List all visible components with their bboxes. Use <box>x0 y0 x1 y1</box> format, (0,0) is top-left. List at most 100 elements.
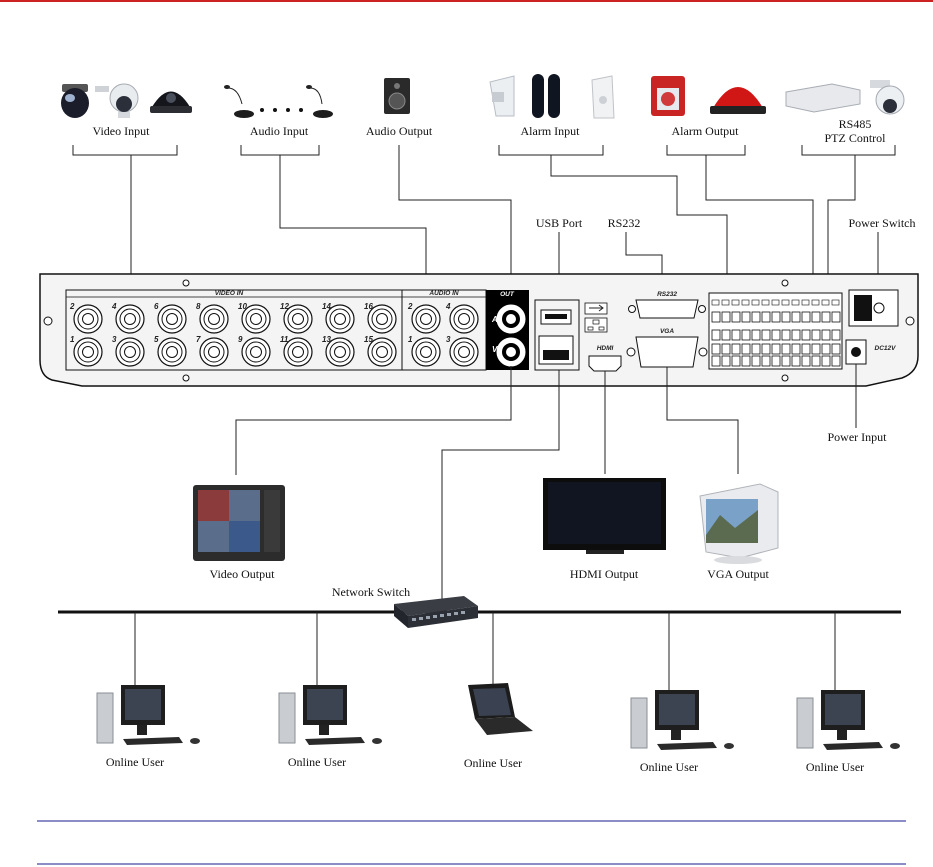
terminal-screw[interactable] <box>771 329 781 341</box>
terminal-label-slot <box>761 299 770 306</box>
terminal-screw[interactable] <box>721 343 731 355</box>
bnc-connector[interactable]: 12 <box>280 302 313 334</box>
bnc-connector[interactable]: 4 <box>111 302 145 334</box>
alarm-output-icons-group <box>651 76 766 116</box>
terminal-screw[interactable] <box>781 329 791 341</box>
terminal-screw[interactable] <box>781 343 791 355</box>
terminal-screw[interactable] <box>831 343 841 355</box>
dc12v-panel-text: DC12V <box>875 345 897 352</box>
ptz-control-label: PTZ Control <box>824 131 886 145</box>
bnc-connector[interactable]: 1 <box>408 335 441 367</box>
terminal-screw[interactable] <box>791 329 801 341</box>
terminal-screw[interactable] <box>751 355 761 367</box>
terminal-screw[interactable] <box>731 329 741 341</box>
terminal-screw[interactable] <box>831 355 841 367</box>
bnc-connector[interactable]: 4 <box>445 302 479 334</box>
connector-number: 3 <box>112 335 117 344</box>
terminal-screw[interactable] <box>781 355 791 367</box>
usb-icon <box>584 302 608 315</box>
bnc-connector[interactable]: 6 <box>154 302 187 334</box>
terminal-screw[interactable] <box>741 343 751 355</box>
terminal-screw[interactable] <box>801 355 811 367</box>
terminal-screw[interactable] <box>791 311 801 323</box>
terminal-screw[interactable] <box>791 343 801 355</box>
connector-number: 11 <box>280 335 289 344</box>
rs232-port[interactable] <box>635 299 699 319</box>
terminal-row-bottom <box>711 343 841 367</box>
terminal-screw[interactable] <box>741 311 751 323</box>
terminal-screw[interactable] <box>761 329 771 341</box>
terminal-screw[interactable] <box>811 355 821 367</box>
microphone-icon <box>306 85 333 118</box>
bnc-connector[interactable]: 15 <box>364 335 397 367</box>
terminal-screw[interactable] <box>721 329 731 341</box>
bnc-connector[interactable]: 11 <box>280 335 313 367</box>
terminal-screw[interactable] <box>831 311 841 323</box>
bnc-connector[interactable]: 5 <box>154 335 187 367</box>
terminal-screw[interactable] <box>811 329 821 341</box>
terminal-screw[interactable] <box>731 355 741 367</box>
terminal-screw[interactable] <box>821 343 831 355</box>
bnc-connector[interactable]: 13 <box>322 335 355 367</box>
terminal-screw[interactable] <box>751 329 761 341</box>
bnc-connector[interactable]: 9 <box>238 335 271 367</box>
terminal-screw[interactable] <box>771 355 781 367</box>
hdmi-panel-text: HDMI <box>597 345 614 352</box>
terminal-label-slot <box>721 299 730 306</box>
connector-number: 6 <box>154 302 159 311</box>
bnc-connector[interactable]: 2 <box>69 302 103 334</box>
terminal-screw[interactable] <box>761 343 771 355</box>
hdmi-port[interactable] <box>588 355 622 372</box>
bnc-connector[interactable]: 1 <box>70 335 103 367</box>
desktop-computer-icon <box>278 685 382 745</box>
terminal-screw[interactable] <box>731 311 741 323</box>
terminal-screw[interactable] <box>791 355 801 367</box>
terminal-screw[interactable] <box>771 311 781 323</box>
terminal-screw[interactable] <box>751 343 761 355</box>
bnc-connector[interactable]: 16 <box>364 302 397 334</box>
terminal-screw[interactable] <box>721 355 731 367</box>
bnc-connector[interactable]: 3 <box>112 335 145 367</box>
video-out-connector[interactable] <box>496 304 526 334</box>
bnc-connector[interactable]: 3 <box>446 335 479 367</box>
connector-number: 13 <box>322 335 331 344</box>
terminal-screw[interactable] <box>831 329 841 341</box>
terminal-screw[interactable] <box>801 329 811 341</box>
terminal-screw[interactable] <box>721 311 731 323</box>
power-input-label: Power Input <box>828 430 888 444</box>
terminal-screw[interactable] <box>801 343 811 355</box>
terminal-screw[interactable] <box>711 355 721 367</box>
terminal-screw[interactable] <box>741 355 751 367</box>
video-out-connector-v[interactable] <box>496 337 526 367</box>
bnc-connector[interactable]: 10 <box>238 302 271 334</box>
terminal-screw[interactable] <box>761 355 771 367</box>
terminal-screw[interactable] <box>711 343 721 355</box>
terminal-screw[interactable] <box>821 329 831 341</box>
terminal-screw[interactable] <box>821 311 831 323</box>
terminal-screw[interactable] <box>821 355 831 367</box>
vga-port[interactable] <box>635 336 699 368</box>
terminal-screw[interactable] <box>761 311 771 323</box>
terminal-label-slot <box>751 299 760 306</box>
bnc-connector[interactable]: 8 <box>196 302 229 334</box>
alarm-sensor-icons-group <box>489 74 615 119</box>
terminal-screw[interactable] <box>741 329 751 341</box>
bnc-connector[interactable]: 14 <box>322 302 355 334</box>
terminal-screw[interactable] <box>731 343 741 355</box>
terminal-screw[interactable] <box>771 343 781 355</box>
terminal-screw[interactable] <box>781 311 791 323</box>
crt-monitor-icon <box>193 485 285 561</box>
terminal-screw[interactable] <box>801 311 811 323</box>
terminal-screw[interactable] <box>811 311 821 323</box>
audio-input-label: Audio Input <box>250 124 309 138</box>
terminal-label-slot <box>821 299 830 306</box>
terminal-screw[interactable] <box>711 329 721 341</box>
bnc-connector[interactable]: 2 <box>407 302 441 334</box>
terminal-screw[interactable] <box>751 311 761 323</box>
terminal-screw[interactable] <box>711 311 721 323</box>
rs232-panel-text: RS232 <box>657 291 677 298</box>
terminal-screw[interactable] <box>811 343 821 355</box>
out-v-text: V <box>492 345 498 354</box>
bnc-connector[interactable]: 7 <box>196 335 229 367</box>
